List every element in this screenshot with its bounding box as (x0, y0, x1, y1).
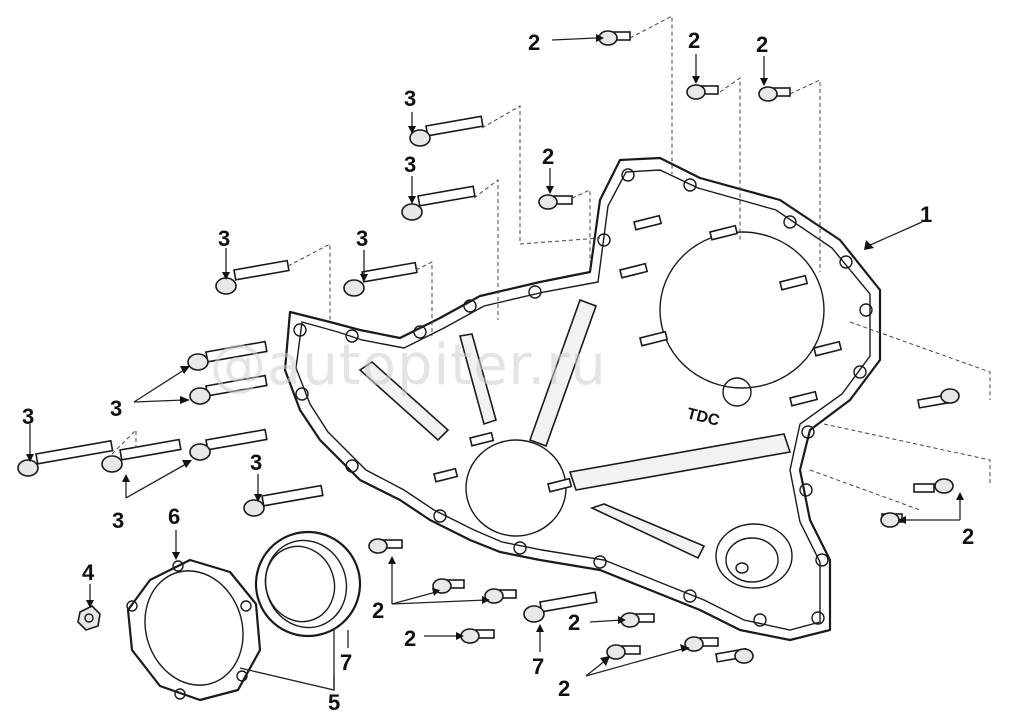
callout-3: 3 (404, 86, 416, 111)
bolt-3a (409, 115, 484, 147)
alignment-lines (111, 15, 991, 511)
long-bolts (17, 115, 598, 623)
nut (77, 605, 101, 631)
callout-7: 7 (532, 654, 544, 679)
callout-2: 2 (542, 144, 554, 169)
callout-3: 3 (218, 226, 230, 251)
callout-1: 1 (920, 202, 932, 227)
callout-2: 2 (404, 626, 416, 651)
crank-seal-boss (715, 523, 793, 589)
bolt-7 (523, 591, 598, 623)
watermark: @autopiter.ru (210, 333, 607, 398)
callout-2: 2 (372, 598, 384, 623)
bolt-3f (189, 374, 268, 405)
callout-2: 2 (962, 524, 974, 549)
callout-3: 3 (112, 508, 124, 533)
callout-2: 2 (558, 676, 570, 701)
bolt-3j (243, 484, 324, 517)
callout-4: 4 (82, 560, 95, 585)
short-bolts (368, 30, 960, 664)
gear-housing-cover: TDC (283, 156, 882, 642)
arrowheads (26, 34, 964, 666)
callout-2: 2 (756, 32, 768, 57)
callout-7: 7 (340, 650, 352, 675)
callout-5: 5 (328, 690, 340, 715)
callout-3: 3 (22, 404, 34, 429)
callout-3: 3 (356, 226, 368, 251)
callout-2: 2 (568, 610, 580, 635)
callout-2: 2 (688, 28, 700, 53)
callout-6: 6 (168, 504, 180, 529)
small-bore (722, 377, 752, 407)
bolt-3d (343, 261, 418, 297)
callout-3: 3 (110, 396, 122, 421)
bolt-3b (401, 185, 476, 221)
bolt-3g (17, 439, 114, 477)
callout-2: 2 (528, 30, 540, 55)
bolt-3h (101, 438, 182, 473)
dowel-pins (433, 214, 843, 493)
oil-seal (254, 530, 362, 638)
flange-bosses (293, 168, 873, 627)
large-bore-upper (659, 231, 825, 389)
cover-ribs (358, 298, 792, 560)
seal-carrier-flange (126, 558, 262, 702)
bolt-3i (189, 428, 268, 461)
bolt-3e (187, 340, 268, 371)
callout-3: 3 (250, 450, 262, 475)
callout-3: 3 (404, 152, 416, 177)
callout-labels: 1 2 2 2 2 2 2 2 2 2 3 3 3 3 3 3 3 3 4 5 … (22, 28, 974, 715)
